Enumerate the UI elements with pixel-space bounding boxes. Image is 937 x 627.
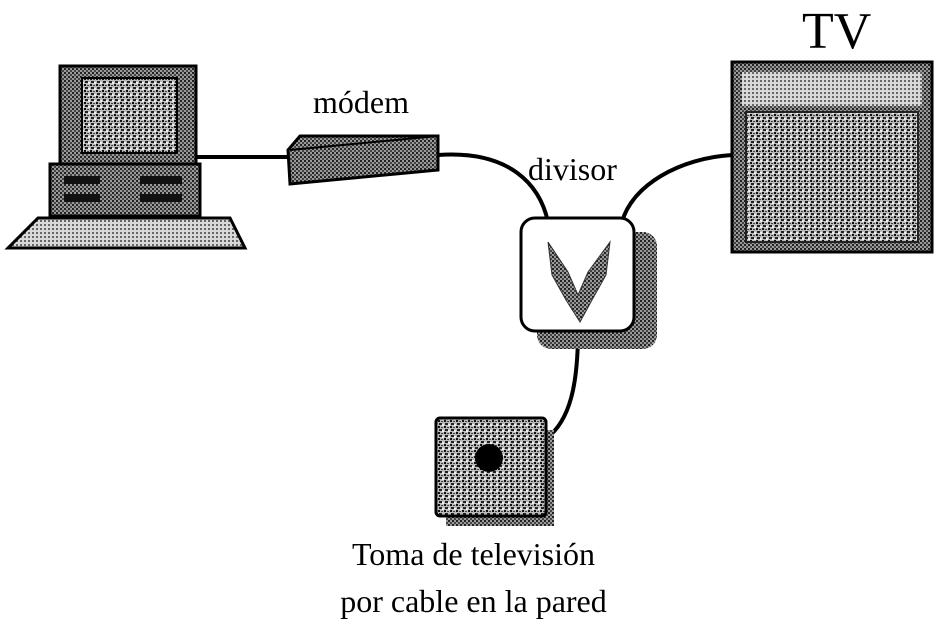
cable-modem-splitter <box>437 152 550 223</box>
wall-outlet-label-line1: Toma de televisión <box>351 536 596 572</box>
wall-outlet-label-line2: por cable en la pared <box>340 583 607 619</box>
modem-icon <box>286 134 440 186</box>
splitter-icon <box>519 216 657 349</box>
modem-label: módem <box>313 84 409 120</box>
tv-label: TV <box>802 3 872 60</box>
cable-splitter-tv <box>620 153 733 223</box>
computer-icon <box>4 64 248 250</box>
wall-outlet-icon <box>434 416 554 526</box>
tv-icon <box>730 60 934 254</box>
splitter-label: divisor <box>528 151 617 187</box>
